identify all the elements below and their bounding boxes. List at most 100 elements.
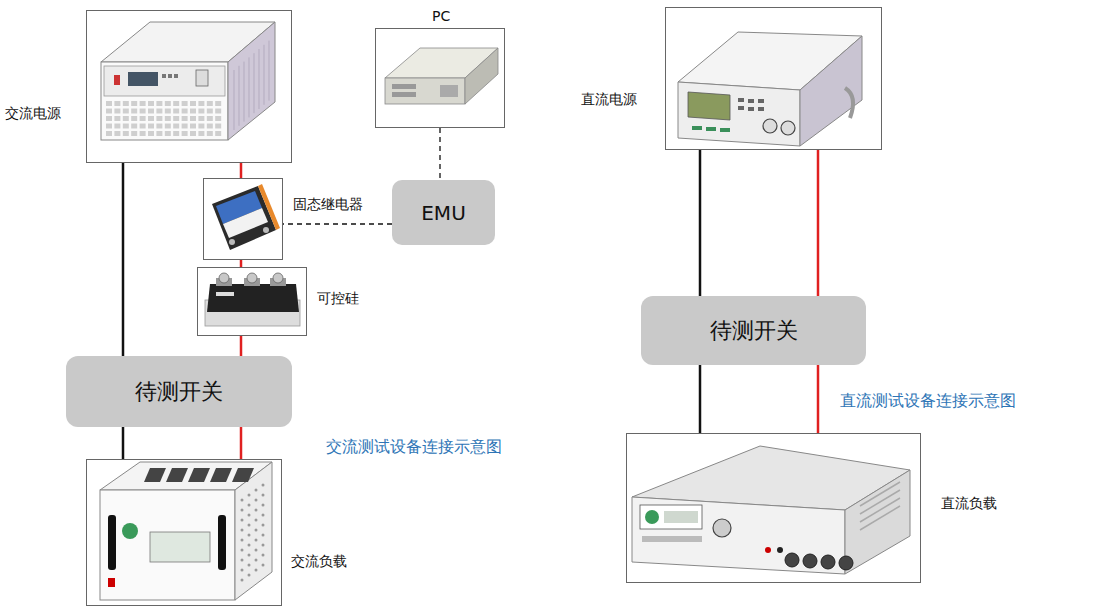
dc-source-illustration (845, 88, 853, 118)
ac-load-illustration (241, 519, 244, 522)
ac-load-illustration (108, 515, 116, 570)
ac-source-illustration (123, 131, 129, 136)
dc-source-illustration (781, 121, 795, 135)
dc-load-illustration (860, 506, 900, 530)
dc-source-illustration (706, 127, 716, 131)
ac-load-illustration (241, 529, 244, 532)
ac-source-illustration (168, 74, 172, 78)
ac-load-illustration (122, 523, 138, 539)
scr-illustration (273, 273, 283, 283)
device-label: 直流电源 (581, 91, 637, 109)
dc-source-illustration (763, 119, 777, 133)
dc-source-illustration (800, 36, 862, 146)
ac-load-illustration (248, 554, 251, 557)
ac-source-illustration (259, 49, 260, 109)
pc-illustration (440, 85, 458, 97)
solid-state-relay-illustration (229, 239, 235, 245)
ac-source-illustration (114, 131, 120, 136)
ac-source-illustration (228, 22, 275, 140)
device-box: 交流负载 (86, 459, 282, 606)
process-box: 待测开关 (641, 296, 866, 365)
box-label: 待测开关 (710, 316, 798, 346)
ac-load-illustration (144, 468, 166, 482)
ac-source-illustration (198, 116, 204, 121)
ac-source-illustration (106, 109, 112, 114)
ac-load-illustration (248, 574, 251, 577)
ac-source-illustration (114, 109, 120, 114)
ac-load-illustration (232, 468, 254, 482)
device-label: 可控硅 (317, 290, 359, 308)
ac-source-illustration (140, 124, 146, 129)
ac-source-illustration (182, 116, 188, 121)
ac-source-illustration (198, 109, 204, 114)
ac-source-illustration (123, 116, 129, 121)
dc-load-illustration (821, 555, 835, 569)
pc-illustration (465, 48, 498, 104)
device-box: 可控硅 (197, 267, 307, 336)
ac-source-illustration (249, 57, 250, 117)
ac-source-illustration (165, 109, 171, 114)
ac-source-illustration (156, 124, 162, 129)
scr-illustration (216, 292, 234, 296)
process-box: EMU (392, 180, 495, 245)
ac-load-illustration (210, 468, 232, 482)
ac-source-illustration (190, 116, 196, 121)
ac-load-illustration (262, 494, 265, 497)
ac-load-illustration (262, 504, 265, 507)
ac-source-illustration (114, 124, 120, 129)
power-wire (699, 150, 702, 296)
ac-load-illustration (255, 509, 258, 512)
ac-load-illustration (241, 579, 244, 582)
dc-load-illustration (839, 556, 853, 570)
dc-load-illustration (713, 519, 731, 537)
ac-source-illustration (207, 116, 213, 121)
solid-state-relay-illustration (263, 227, 269, 233)
process-box: 待测开关 (66, 356, 292, 427)
solid-state-relay-illustration (223, 208, 268, 238)
dc-source-illustration (688, 92, 730, 120)
ac-source-illustration (148, 109, 154, 114)
ac-load-illustration (241, 539, 244, 542)
dc-load-illustration (803, 554, 817, 568)
ac-load-illustration (262, 564, 265, 567)
ac-source-illustration (198, 124, 204, 129)
ac-source-illustration (106, 131, 112, 136)
ac-load-illustration (241, 569, 244, 572)
device-box: 直流负载 (626, 433, 921, 583)
device-label: PC (432, 8, 450, 24)
dc-source-illustration (678, 32, 862, 146)
ac-source-illustration (173, 124, 179, 129)
dc-load-illustration (632, 497, 845, 574)
dc-load-illustration (642, 536, 702, 542)
ac-source-illustration (131, 124, 137, 129)
device-box: 直流电源 (665, 7, 882, 150)
ac-source-illustration (123, 109, 129, 114)
ac-source-illustration (215, 116, 221, 121)
box-label: EMU (421, 201, 466, 225)
ac-load-illustration (248, 524, 251, 527)
pc-illustration (392, 84, 416, 89)
ac-source-illustration (101, 22, 275, 140)
ac-source-illustration (140, 109, 146, 114)
ac-source-illustration (106, 124, 112, 129)
dc-source-illustration (678, 82, 800, 146)
ac-source-illustration (215, 101, 221, 106)
device-box: PC (375, 28, 505, 128)
ac-source-illustration (173, 109, 179, 114)
ac-source-illustration (165, 131, 171, 136)
ac-source-illustration (140, 131, 146, 136)
ac-source-illustration (190, 131, 196, 136)
ac-source-illustration (207, 131, 213, 136)
ac-load-illustration (255, 489, 258, 492)
power-wire (240, 260, 243, 267)
device-label: 直流负载 (941, 495, 997, 513)
device-label: 交流电源 (5, 105, 61, 123)
scr-illustration (219, 273, 229, 283)
ac-source-illustration (148, 116, 154, 121)
dc-load-illustration (645, 510, 659, 524)
ac-source-illustration (264, 45, 265, 105)
ac-source-illustration (207, 109, 213, 114)
ac-source-illustration (104, 66, 225, 96)
ac-source-illustration (198, 101, 204, 106)
